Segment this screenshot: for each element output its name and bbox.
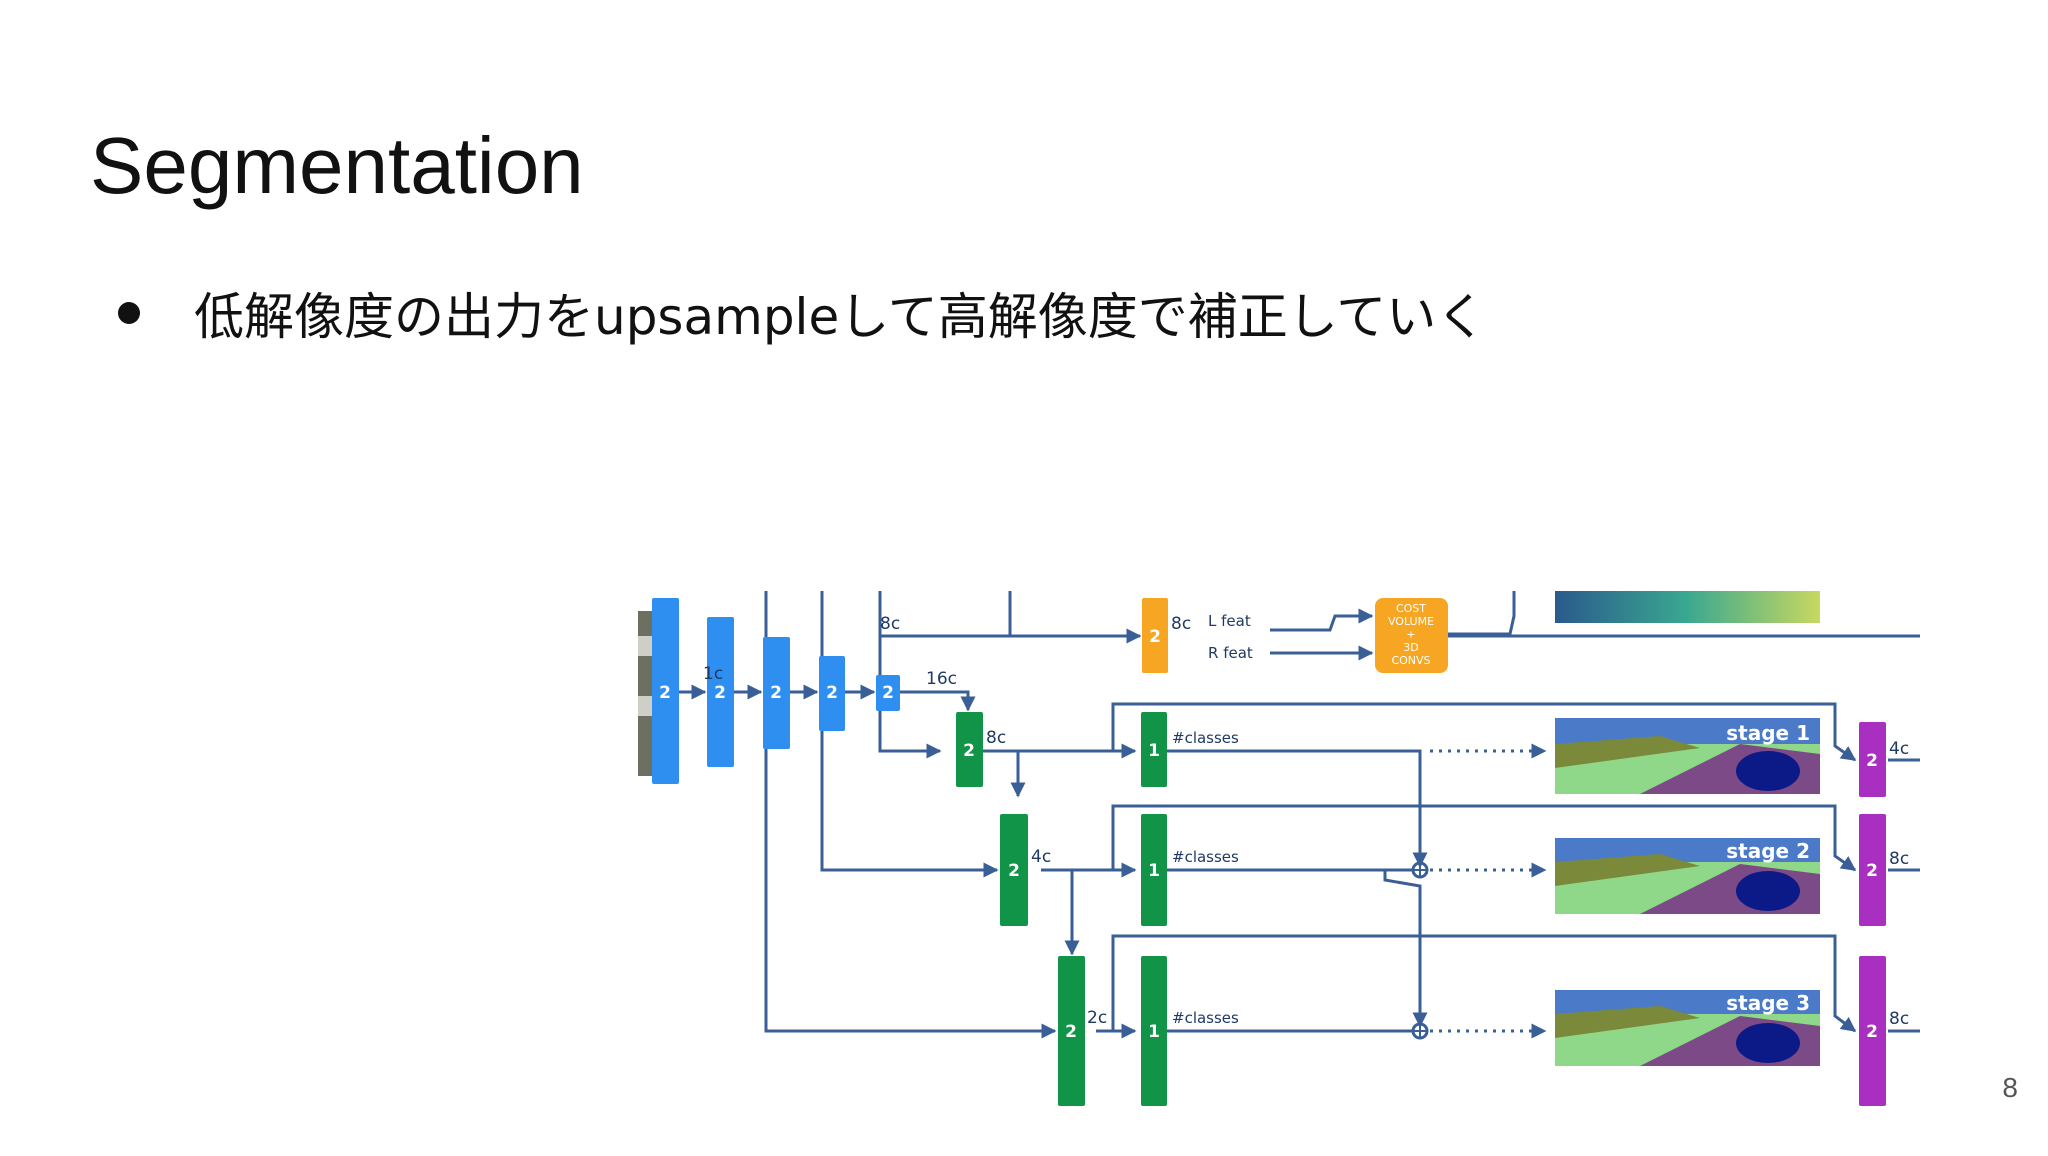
decoder-block-2-channels: 4c (1031, 847, 1051, 867)
encoder-block-2-depth: 2 (714, 683, 726, 703)
page-number: 8 (2002, 1072, 2018, 1103)
stage-3-label: stage 3 (1726, 991, 1810, 1015)
encoder-block-2: 2 (707, 617, 734, 767)
head-2-label: #classes (1172, 848, 1239, 866)
stage-2-label: stage 2 (1726, 839, 1810, 863)
head-block-3-depth: 1 (1148, 1022, 1160, 1042)
depth-output-image (1555, 591, 1820, 623)
refine-block-1-depth: 2 (1866, 751, 1878, 771)
cost-volume-line-4: 3D (1403, 641, 1418, 654)
stereo-block-depth: 2 (1149, 627, 1161, 647)
encoder-block-3: 2 (763, 637, 790, 749)
input-image-strip (638, 611, 652, 776)
connection-wires (679, 591, 1920, 1040)
encoder-block-4: 2 (819, 656, 845, 731)
decoder-block-2-depth: 2 (1008, 861, 1020, 881)
cost-volume-line-1: COST (1396, 602, 1426, 615)
segmentation-architecture-diagram: 2 2 2 2 2 1c 8c 16c 2 8c L feat R feat C… (638, 591, 1920, 1106)
head-block-2: 1 (1141, 814, 1167, 926)
head-block-2-depth: 1 (1148, 861, 1160, 881)
head-block-1: 1 (1141, 712, 1167, 787)
bullet-item: 低解像度の出力をupsampleして高解像度で補正していく (118, 283, 1486, 346)
stage-2-image: stage 2 (1555, 838, 1820, 914)
encoder-block-5-depth: 2 (882, 683, 894, 703)
stereo-block: 2 (1142, 598, 1168, 673)
refine-block-3: 2 (1859, 956, 1886, 1106)
cost-volume-line-5: CONVS (1391, 654, 1430, 667)
decoder-block-3: 2 (1058, 956, 1085, 1106)
stage-3-image: stage 3 (1555, 990, 1820, 1066)
label-8c-encoder: 8c (880, 614, 900, 634)
cost-volume-block: COST VOLUME + 3D CONVS (1375, 598, 1448, 673)
label-l-feat: L feat (1208, 612, 1251, 630)
refine-block-3-depth: 2 (1866, 1022, 1878, 1042)
cost-volume-line-2: VOLUME (1388, 615, 1434, 628)
encoder-block-1: 2 (652, 598, 679, 784)
encoder-block-3-depth: 2 (770, 683, 782, 703)
decoder-block-2: 2 (1000, 814, 1028, 926)
encoder-block-4-depth: 2 (826, 683, 838, 703)
label-1c: 1c (703, 664, 723, 684)
decoder-block-1: 2 (956, 712, 983, 787)
cost-volume-line-3: + (1406, 628, 1415, 641)
encoder-block-1-depth: 2 (659, 683, 671, 703)
head-1-label: #classes (1172, 729, 1239, 747)
label-stereo-8c: 8c (1171, 614, 1191, 634)
stage-1-label: stage 1 (1726, 721, 1810, 745)
decoder-block-3-depth: 2 (1065, 1022, 1077, 1042)
refine-block-2: 2 (1859, 814, 1886, 926)
refine-block-2-depth: 2 (1866, 861, 1878, 881)
label-16c: 16c (926, 669, 957, 689)
refine-block-3-channels: 8c (1889, 1009, 1909, 1029)
head-block-3: 1 (1141, 956, 1167, 1106)
bullet-dot-icon (118, 302, 140, 324)
label-r-feat: R feat (1208, 644, 1253, 662)
slide-title: Segmentation (90, 121, 584, 210)
refine-block-1: 2 (1859, 722, 1886, 797)
refine-block-2-channels: 8c (1889, 849, 1909, 869)
refine-block-1-channels: 4c (1889, 739, 1909, 759)
head-block-1-depth: 1 (1148, 741, 1160, 761)
encoder-block-5: 2 (876, 675, 900, 711)
bullet-text: 低解像度の出力をupsampleして高解像度で補正していく (194, 288, 1487, 346)
decoder-block-3-channels: 2c (1087, 1008, 1107, 1028)
stage-1-image: stage 1 (1555, 718, 1820, 794)
head-3-label: #classes (1172, 1009, 1239, 1027)
decoder-block-1-channels: 8c (986, 728, 1006, 748)
decoder-block-1-depth: 2 (963, 741, 975, 761)
